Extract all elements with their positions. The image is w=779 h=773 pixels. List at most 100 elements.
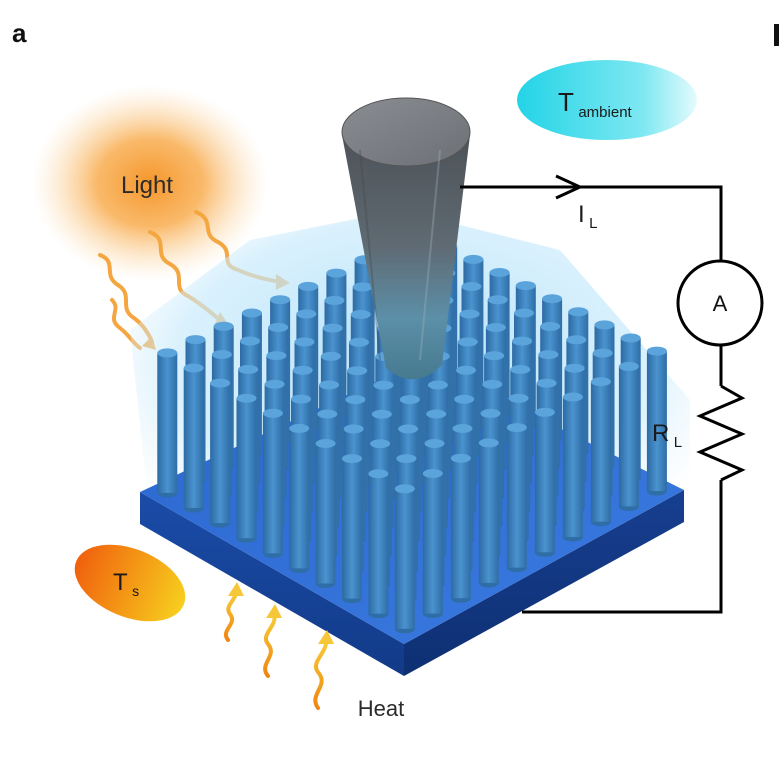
nanopillar-top [289, 423, 310, 433]
nanopillar-top [456, 365, 476, 375]
nanopillar-top [292, 365, 313, 375]
nanopillar-body [534, 412, 555, 553]
probe-tip [341, 97, 471, 380]
nanopillar-top [157, 348, 178, 358]
nanopillar-top [210, 378, 231, 388]
nanopillar-top [368, 469, 389, 479]
nanopillar-body [157, 352, 178, 493]
nanopillar-top [238, 364, 259, 374]
nanopillar-top [512, 336, 533, 346]
nanopillar-top [349, 337, 369, 347]
nanopillar-top [320, 351, 341, 361]
nanopillar-body [289, 428, 310, 569]
heat-arrows [224, 582, 334, 710]
current-subscript: L [589, 215, 597, 232]
nanopillar [422, 469, 443, 618]
ambient-temperature-symbol: T [558, 87, 574, 117]
nanopillar-top [345, 395, 366, 405]
nanopillar-top [454, 394, 475, 404]
nanopillar-top [394, 484, 415, 494]
nanopillar [562, 392, 583, 542]
nanopillar-top [514, 308, 534, 318]
nanopillar-top [291, 394, 311, 404]
nanopillar-top [319, 380, 340, 390]
nanopillar [590, 377, 611, 527]
nanopillar [368, 469, 389, 619]
nanopillar-top [536, 378, 557, 388]
nanopillar [534, 407, 555, 557]
nanopillar-body [394, 488, 415, 629]
heat-arrowhead-1 [228, 582, 244, 596]
substrate-temperature-label: T s [113, 569, 139, 599]
nanopillar-top [459, 309, 480, 319]
nanopillar-body [368, 473, 389, 614]
nanopillar-top [266, 351, 287, 361]
heat-ray-1 [224, 590, 238, 642]
nanopillar-top [515, 281, 536, 291]
heat-ray-2 [263, 612, 277, 678]
heat-arrowhead-2 [266, 604, 282, 618]
nanopillar-top [326, 268, 347, 278]
nanopillar-top [427, 380, 448, 390]
ambient-temperature-ellipse [517, 60, 697, 140]
nanopillar-body [618, 366, 639, 507]
heat-arrowhead-3 [318, 630, 334, 644]
nanopillar-body [562, 397, 583, 537]
nanopillar-top [241, 308, 262, 318]
nanopillar-top [298, 281, 319, 291]
heat-ray-3 [313, 638, 329, 710]
nanopillar [506, 423, 527, 573]
nanopillar-body [646, 351, 667, 492]
nanopillar-top [484, 351, 505, 361]
nanopillar-top [478, 438, 499, 448]
nanopillar-top [540, 321, 561, 331]
nanopillar-top [534, 407, 555, 417]
nanopillar-top [399, 395, 420, 405]
nanopillar [342, 454, 362, 604]
nanopillar [315, 439, 336, 588]
nanopillar-body [478, 442, 499, 583]
nanopillar-top [450, 453, 471, 463]
nanopillar-top [370, 439, 391, 449]
nanopillar-top [592, 348, 613, 358]
nanopillar-top [268, 322, 289, 332]
nanopillar-body [315, 443, 336, 584]
nanopillar-top [485, 323, 506, 332]
circuit [460, 174, 746, 614]
nanopillar-top [396, 454, 417, 464]
nanopillar-top [461, 282, 482, 291]
nanopillar-top [564, 363, 585, 373]
wire-top [460, 185, 723, 262]
wire-bottom [522, 480, 723, 614]
nanopillar-top [262, 408, 283, 418]
nanopillar-top [317, 409, 338, 419]
nanopillar-body [506, 427, 527, 568]
resistor-zigzag [696, 384, 746, 482]
nanopillar-top [426, 409, 447, 419]
nanopillar-top [347, 366, 368, 376]
substrate-temperature-ellipse [74, 544, 186, 622]
nanopillar-top [343, 424, 364, 434]
nanopillar-top [352, 282, 373, 292]
nanopillar [236, 393, 257, 543]
probe-shading [359, 149, 381, 361]
ammeter [676, 259, 764, 347]
nanopillar-top [457, 337, 478, 347]
nanopillar-top [236, 393, 257, 403]
nanopillar-top [264, 379, 285, 389]
nanopillar-top [183, 363, 204, 373]
nanopillar [183, 363, 204, 513]
probe-top-face [341, 97, 471, 167]
nanopillar-top [294, 337, 315, 347]
nanopillar [478, 438, 499, 588]
current-arrow [555, 174, 584, 200]
nanopillar-top [508, 393, 529, 403]
nanopillar [210, 378, 231, 528]
panel-label: a [12, 18, 27, 48]
nanopillar-body [210, 383, 231, 524]
nanopillar-top [480, 408, 501, 418]
nanopillar-body [590, 381, 611, 522]
nanopillar-top [422, 469, 443, 478]
nanopillar-top [350, 309, 371, 319]
